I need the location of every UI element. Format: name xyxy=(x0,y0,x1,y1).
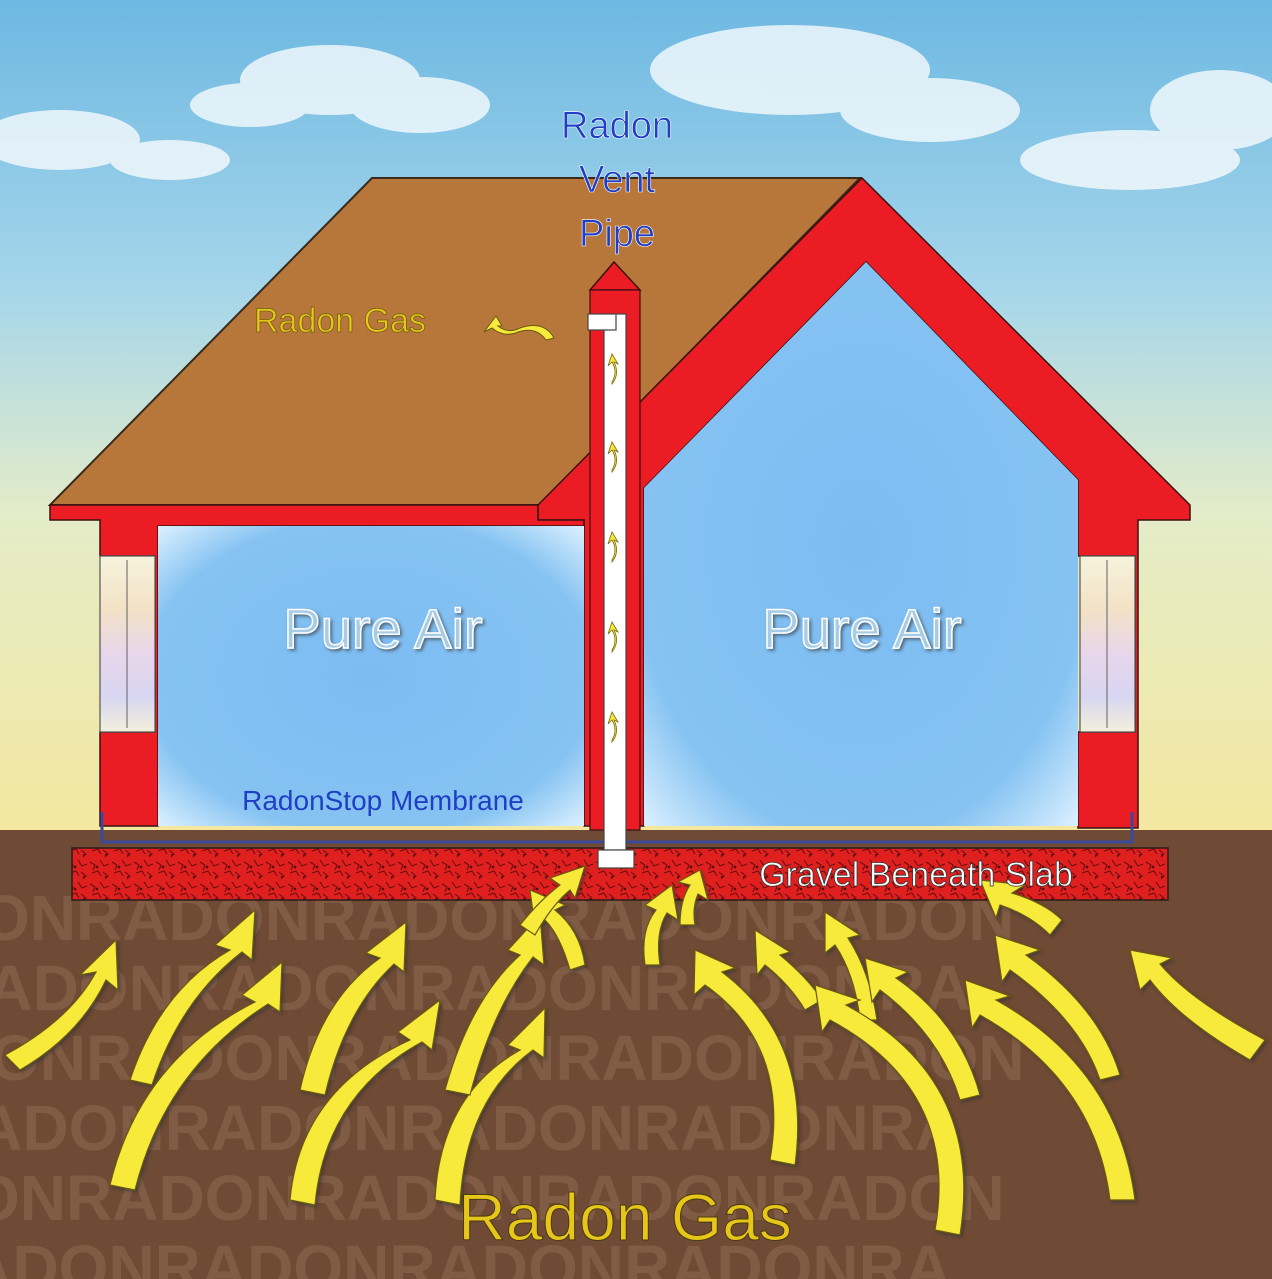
label-pure-air-left: Pure Air xyxy=(283,597,482,660)
clouds xyxy=(0,25,1272,190)
label-membrane: RadonStop Membrane xyxy=(242,785,524,816)
svg-text:ONRADONRADONRADONRADON: ONRADONRADONRADONRADON xyxy=(0,1162,1005,1234)
label-pure-air-right: Pure Air xyxy=(762,597,961,660)
room-left xyxy=(158,526,584,826)
vent-pipe-outlet xyxy=(587,313,617,331)
label-gravel: Gravel Beneath Slab xyxy=(759,856,1073,894)
label-vent-pipe-line1: Radon xyxy=(561,105,673,147)
pipe-flow-arrows xyxy=(607,353,620,744)
wall-left xyxy=(49,504,585,827)
label-vent-pipe-line3: Pipe xyxy=(579,213,655,255)
svg-text:RADONRADONRADONRADONRA: RADONRADONRADONRADONRA xyxy=(0,1232,951,1279)
room-right xyxy=(644,262,1078,826)
label-radon-gas-bottom: Radon Gas xyxy=(458,1180,792,1254)
radon-gas-exit-arrow xyxy=(483,315,555,341)
label-radon-gas-top: Radon Gas xyxy=(254,302,426,340)
vent-pipe-inlet xyxy=(597,849,635,869)
label-vent-pipe-line2: Vent xyxy=(579,159,656,201)
vent-pipe xyxy=(603,313,627,851)
radon-arrows xyxy=(4,865,1266,1236)
